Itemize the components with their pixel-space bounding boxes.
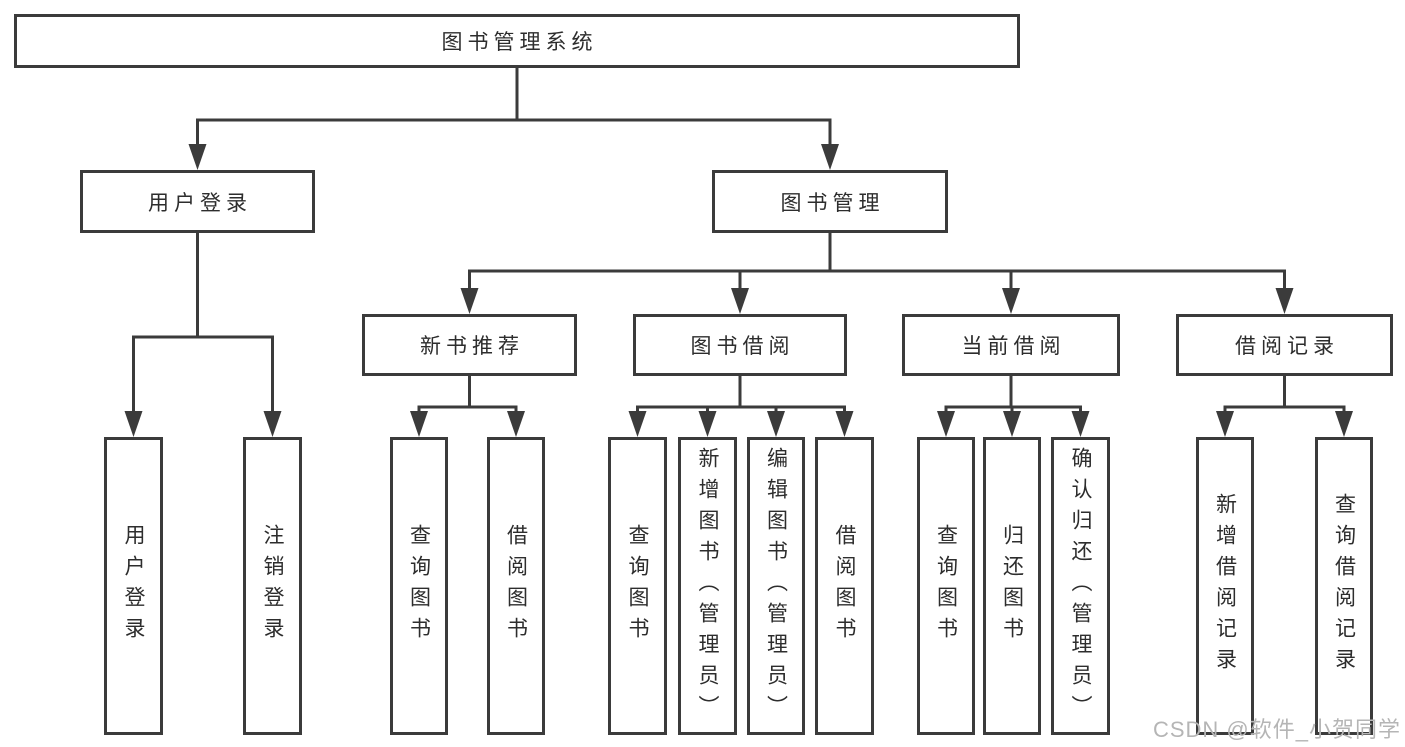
node-label: 新书推荐 [420,335,524,358]
node-user-login: 用户登录 [80,170,315,233]
leaf-add-book-admin: 新增图书（管理员） [678,437,737,735]
leaf-label: 确认归还（管理员） [1069,446,1092,726]
node-current-borrow: 当前借阅 [902,314,1120,376]
leaf-label: 查询借阅记录 [1332,493,1356,679]
leaf-edit-book-admin: 编辑图书（管理员） [747,437,805,735]
leaf-label: 借阅图书 [833,524,856,648]
leaf-query-borrow-record: 查询借阅记录 [1315,437,1373,735]
node-label: 用户登录 [148,191,252,215]
leaf-label: 用户登录 [122,524,145,648]
leaf-label: 查询图书 [407,524,431,648]
leaf-query-books-current: 查询图书 [917,437,975,735]
leaf-query-books-recommend: 查询图书 [390,437,448,735]
leaf-label: 注销登录 [261,524,284,648]
leaf-label: 新增图书（管理员） [696,446,719,726]
node-label: 图书借阅 [690,335,795,358]
leaf-label: 查询图书 [626,524,649,648]
leaf-label: 借阅图书 [504,524,528,648]
node-label: 图书管理 [780,191,885,215]
leaf-label: 查询图书 [934,524,958,648]
node-label: 当前借阅 [961,335,1066,358]
leaf-borrow-books-recommend: 借阅图书 [487,437,545,735]
leaf-label: 归还图书 [1000,524,1024,648]
leaf-confirm-return-admin: 确认归还（管理员） [1051,437,1110,735]
leaf-query-books-borrow: 查询图书 [608,437,667,735]
node-new-book-recommend: 新书推荐 [362,314,577,376]
leaf-borrow-books: 借阅图书 [815,437,874,735]
leaf-logout: 注销登录 [243,437,302,735]
leaf-label: 新增借阅记录 [1213,493,1237,679]
leaf-add-borrow-record: 新增借阅记录 [1196,437,1254,735]
node-borrow-records: 借阅记录 [1176,314,1393,376]
leaf-label: 编辑图书（管理员） [764,446,788,726]
watermark: CSDN @软件_小贺同学 [1152,717,1401,742]
leaf-user-login: 用户登录 [104,437,163,735]
leaf-return-book: 归还图书 [983,437,1041,735]
node-book-management: 图书管理 [712,170,948,233]
node-label: 图书管理系统 [441,31,598,54]
node-library-system: 图书管理系统 [14,14,1020,68]
node-book-borrow: 图书借阅 [633,314,847,376]
node-label: 借阅记录 [1235,335,1339,358]
